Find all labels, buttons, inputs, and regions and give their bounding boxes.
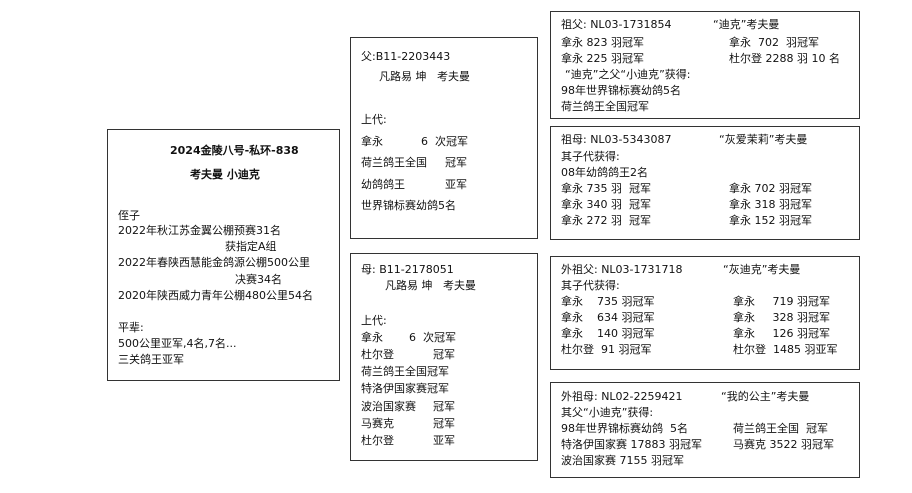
dam-row-6-label: 马赛克: [361, 417, 394, 430]
sire-ring: 父:B11-2203443: [361, 50, 451, 63]
granddam-name: “灰爱茉莉”考夫曼: [719, 133, 808, 146]
grandsire-line-1a: 拿永 823 羽冠军: [561, 36, 644, 49]
main-bird-card: 2024金陵八号-私环-838 考夫曼 小迪克 侄子 2022年秋江苏金翼公棚预…: [107, 129, 340, 381]
granddam-line-3a: 拿永 735 羽 冠军: [561, 182, 651, 195]
offspring-line-3: 2022年春陕西慧能金鸽源公棚500公里: [118, 256, 310, 269]
maternal-grandsire-card: 外祖父: NL03-1731718 “灰迪克”考夫曼 其子代获得: 拿永 735…: [550, 256, 860, 370]
grandsire-line-3: “迪克”之父“小迪克”获得:: [565, 68, 691, 81]
dam-card: 母: B11-2178051 凡路易 坤 考夫曼 上代: 拿永 6 次冠军 杜尔…: [350, 253, 538, 461]
dam-row-6-value: 冠军: [433, 417, 455, 430]
offspring-line-2: 获指定A组: [225, 240, 277, 253]
maternal-granddam-line-1: 其父“小迪克”获得:: [561, 406, 654, 419]
dam-row-2-value: 冠军: [433, 348, 455, 361]
granddam-line-1: 其子代获得:: [561, 150, 620, 163]
sibling-heading: 平辈:: [118, 321, 144, 334]
grandsire-line-2b: 杜尔登 2288 羽 10 名: [729, 52, 840, 65]
offspring-line-4: 决赛34名: [235, 273, 282, 286]
granddam-line-3b: 拿永 702 羽冠军: [729, 182, 812, 195]
maternal-granddam-card: 外祖母: NL02-2259421 “我的公主”考夫曼 其父“小迪克”获得: 9…: [550, 382, 860, 478]
maternal-granddam-line-3a: 特洛伊国家赛 17883 羽冠军: [561, 438, 702, 451]
bird-name: 考夫曼 小迪克: [190, 168, 260, 181]
grandsire-line-5: 荷兰鸽王全国冠军: [561, 100, 649, 113]
maternal-grandsire-line-2b: 拿永 719 羽冠军: [733, 295, 830, 308]
maternal-grandsire-line-3b: 拿永 328 羽冠军: [733, 311, 830, 324]
maternal-grandsire-line-3a: 拿永 634 羽冠军: [561, 311, 655, 324]
sire-row-2-label: 荷兰鸽王全国: [361, 156, 427, 169]
paternal-grandsire-card: 祖父: NL03-1731854 “迪克”考夫曼 拿永 823 羽冠军 拿永 7…: [550, 11, 860, 119]
granddam-line-5b: 拿永 152 羽冠军: [729, 214, 812, 227]
maternal-grandsire-line-1: 其子代获得:: [561, 279, 620, 292]
granddam-ring: 祖母: NL03-5343087: [561, 133, 672, 146]
dam-row-2-label: 杜尔登: [361, 348, 394, 361]
sire-breed: 凡路易 坤 考夫曼: [379, 70, 470, 83]
maternal-grandsire-line-5a: 杜尔登 91 羽冠军: [561, 343, 652, 356]
maternal-granddam-line-2b: 荷兰鸽王全国 冠军: [733, 422, 828, 435]
maternal-grandsire-line-5b: 杜尔登 1485 羽亚军: [733, 343, 838, 356]
paternal-granddam-card: 祖母: NL03-5343087 “灰爱茉莉”考夫曼 其子代获得: 08年幼鸽鸽…: [550, 126, 860, 240]
grandsire-line-4: 98年世界锦标赛幼鸽5名: [561, 84, 681, 97]
granddam-line-4b: 拿永 318 羽冠军: [729, 198, 812, 211]
sibling-line-2: 三关鸽王亚军: [118, 353, 184, 366]
granddam-line-5a: 拿永 272 羽 冠军: [561, 214, 651, 227]
dam-row-7-label: 杜尔登: [361, 434, 394, 447]
maternal-grandsire-ring: 外祖父: NL03-1731718: [561, 263, 683, 276]
dam-row-7-value: 亚军: [433, 434, 455, 447]
sire-row-1-label: 拿永: [361, 135, 383, 148]
dam-row-5-label: 波治国家赛: [361, 400, 416, 413]
granddam-line-4a: 拿永 340 羽 冠军: [561, 198, 651, 211]
dam-ring: 母: B11-2178051: [361, 263, 454, 276]
maternal-grandsire-line-4b: 拿永 126 羽冠军: [733, 327, 830, 340]
sire-row-2-value: 冠军: [445, 156, 467, 169]
granddam-line-2: 08年幼鸽鸽王2名: [561, 166, 648, 179]
grandsire-line-2a: 拿永 225 羽冠军: [561, 52, 644, 65]
sibling-line-1: 500公里亚军,4名,7名...: [118, 337, 237, 350]
dam-row-1-value: 6 次冠军: [409, 331, 456, 344]
maternal-granddam-line-4: 波治国家赛 7155 羽冠军: [561, 454, 684, 467]
sire-row-3-value: 亚军: [445, 178, 467, 191]
maternal-grandsire-line-4a: 拿永 140 羽冠军: [561, 327, 655, 340]
dam-breed: 凡路易 坤 考夫曼: [385, 279, 476, 292]
dam-row-3-label: 荷兰鸽王全国冠军: [361, 365, 449, 378]
sire-row-3-label: 幼鸽鸽王: [361, 178, 405, 191]
sire-row-1-value: 6 次冠军: [421, 135, 468, 148]
dam-row-5-value: 冠军: [433, 400, 455, 413]
dam-row-1-label: 拿永: [361, 331, 383, 344]
maternal-granddam-name: “我的公主”考夫曼: [721, 390, 810, 403]
sire-card: 父:B11-2203443 凡路易 坤 考夫曼 上代: 拿永 6 次冠军 荷兰鸽…: [350, 37, 538, 239]
offspring-line-1: 2022年秋江苏金翼公棚预赛31名: [118, 224, 281, 237]
maternal-granddam-line-2a: 98年世界锦标赛幼鸽 5名: [561, 422, 688, 435]
maternal-granddam-ring: 外祖母: NL02-2259421: [561, 390, 683, 403]
grandsire-line-1b: 拿永 702 羽冠军: [729, 36, 819, 49]
sire-ancestry-heading: 上代:: [361, 113, 387, 126]
sire-row-4-label: 世界锦标赛幼鸽5名: [361, 199, 456, 212]
dam-ancestry-heading: 上代:: [361, 314, 387, 327]
grandsire-name: “迪克”考夫曼: [713, 18, 780, 31]
maternal-grandsire-name: “灰迪克”考夫曼: [723, 263, 801, 276]
bird-ring-number: 2024金陵八号-私环-838: [170, 144, 299, 157]
offspring-line-5: 2020年陕西威力青年公棚480公里54名: [118, 289, 313, 302]
offspring-heading: 侄子: [118, 209, 140, 222]
maternal-granddam-line-3b: 马赛克 3522 羽冠军: [733, 438, 834, 451]
grandsire-ring: 祖父: NL03-1731854: [561, 18, 672, 31]
dam-row-4-label: 特洛伊国家赛冠军: [361, 382, 449, 395]
maternal-grandsire-line-2a: 拿永 735 羽冠军: [561, 295, 655, 308]
